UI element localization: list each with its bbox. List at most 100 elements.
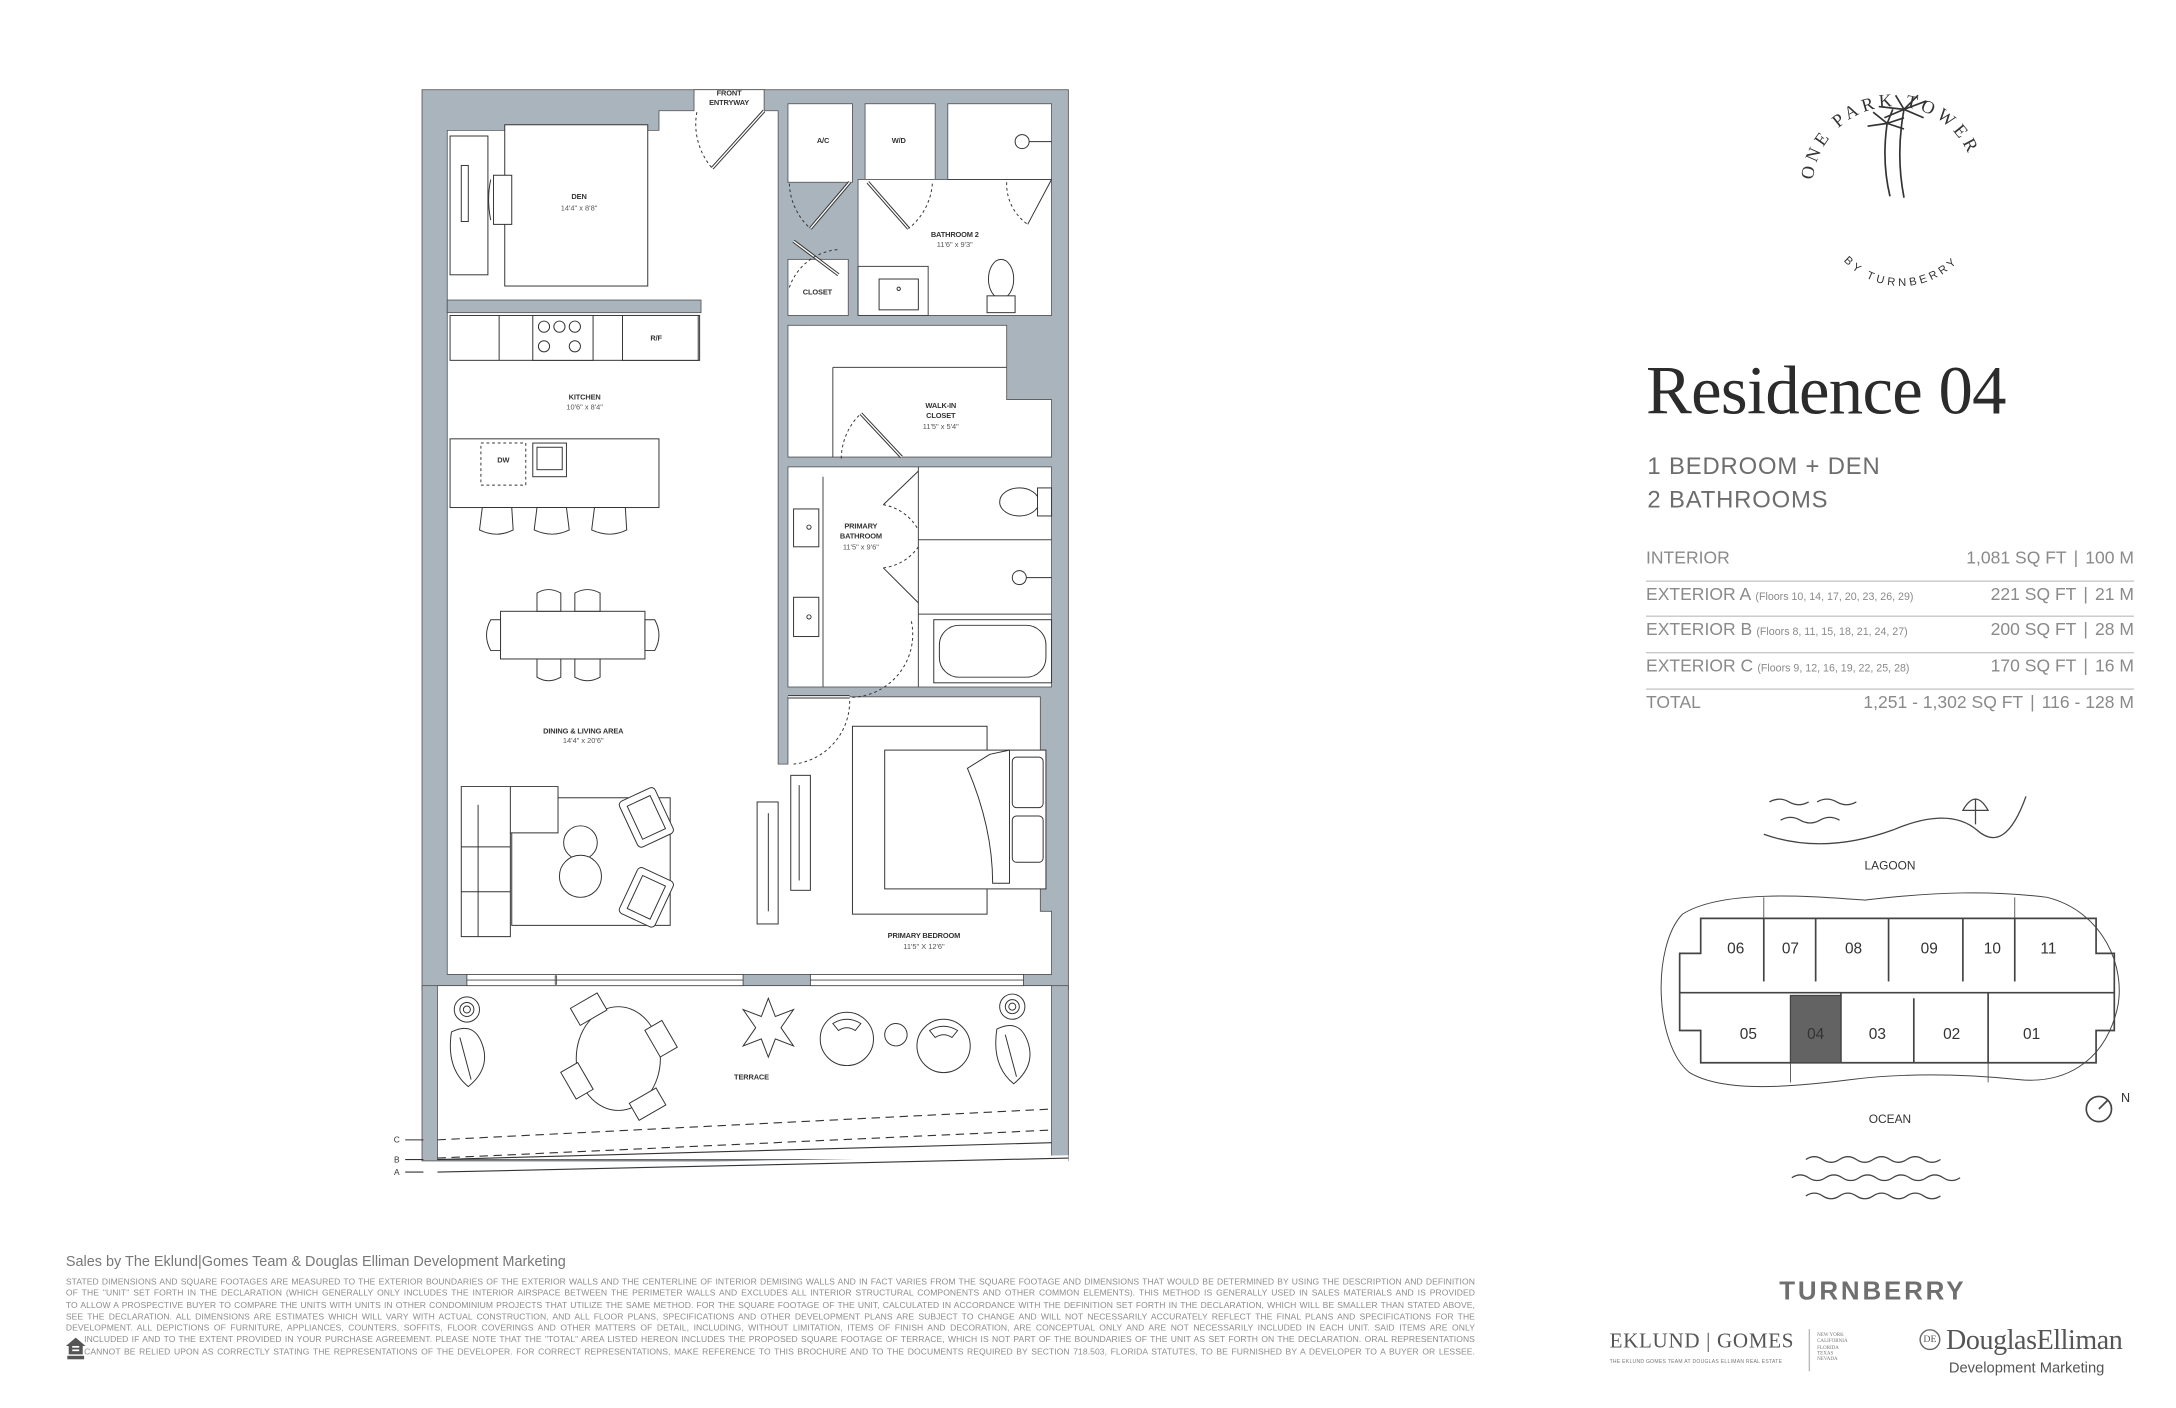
terrace-line-a: A (394, 1167, 400, 1177)
equal-housing-opportunity-icon (65, 1337, 86, 1360)
state: TEXAS (1817, 1350, 1834, 1356)
area-table: INTERIOR 1,081 SQ FT|100 M EXTERIOR A(Fl… (1646, 545, 2134, 725)
walkin-dims: 11'5" x 5'4" (923, 422, 959, 431)
separator: | (2083, 584, 2088, 604)
unit-03[interactable]: 03 (1869, 1026, 1886, 1043)
desk-chair (488, 174, 513, 225)
toilet (987, 258, 1015, 300)
umbrella-icon (1961, 798, 1990, 825)
area-floors: (Floors 8, 11, 15, 18, 21, 24, 27) (1756, 625, 1908, 639)
lagoon-waves-icon (1769, 798, 1857, 824)
label-wd: W/D (892, 136, 907, 145)
eklund-gomes-subtitle: THE EKLUND GOMES TEAM AT DOUGLAS ELLIMAN… (1609, 1358, 1783, 1365)
area-row-exterior-a: EXTERIOR A(Floors 10, 14, 17, 20, 23, 26… (1646, 581, 2134, 618)
room-labels: FRONT ENTRYWAY DEN 14'4" x 8'8" A/C W/D … (497, 88, 979, 1081)
ocean-label: OCEAN (1869, 1112, 1911, 1126)
label-den: DEN (571, 192, 586, 201)
doors (695, 109, 1052, 765)
key-plan (1660, 796, 2120, 1200)
eklund-gomes-logo: EKLUND | GOMES (1609, 1330, 1795, 1353)
coffee-table-small (563, 825, 598, 860)
compass-icon (2085, 1095, 2113, 1123)
label-bathroom-2: BATHROOM 2 (931, 230, 979, 239)
eklund-gomes-states: NEW YORK CALIFORNIA FLORIDA TEXAS NEVADA (1817, 1332, 1848, 1362)
svg-text:ONE PARK TOWER: ONE PARK TOWER (1797, 90, 1984, 181)
state: NEW YORK (1817, 1331, 1844, 1338)
state: NEVADA (1817, 1356, 1838, 1362)
douglas-elliman-subtitle: Development Marketing (1948, 1359, 2105, 1377)
refrigerator (622, 314, 699, 361)
area-floors: (Floors 9, 12, 16, 19, 22, 25, 28) (1757, 661, 1910, 675)
label-living: DINING & LIVING AREA (543, 726, 624, 735)
area-sqm: 16 M (2094, 656, 2134, 676)
unit-05[interactable]: 05 (1740, 1026, 1757, 1043)
disclaimer-line: TO ALLOW A PROSPECTIVE BUYER TO COMPARE … (65, 1300, 1475, 1311)
area-sqft: 1,251 - 1,302 SQ FT (1863, 692, 2024, 712)
label-rf: R/F (650, 334, 662, 343)
disclaimer-line: DEVELOPMENT. ALL DEPICTIONS OF FURNITURE… (65, 1323, 1475, 1334)
area-floors: (Floors 10, 14, 17, 20, 23, 26, 29) (1755, 589, 1914, 603)
area-label: TOTAL (1646, 692, 1701, 712)
lagoon-shore (1763, 796, 2027, 845)
area-sqft: 170 SQ FT (1990, 656, 2077, 676)
label-walkin-2: CLOSET (926, 411, 956, 420)
unit-10[interactable]: 10 (1984, 940, 2001, 957)
den-dims: 14'4" x 8'8" (561, 203, 598, 212)
dining-table (500, 610, 646, 660)
douglas-elliman-emblem-icon: DE (1919, 1329, 1941, 1351)
area-sqft: 200 SQ FT (1990, 620, 2077, 640)
separator: | (2073, 548, 2079, 568)
site-outline (1660, 892, 2120, 1088)
residence-title: Residence 04 (1646, 351, 2006, 430)
unit-06[interactable]: 06 (1727, 940, 1744, 957)
area-row-total: TOTAL 1,251 - 1,302 SQ FT|116 - 128 M (1646, 689, 2134, 725)
tv-console (756, 801, 779, 925)
disclaimer-line: CANNOT BE RELIED UPON AS CORRECTLY STATI… (84, 1346, 1475, 1357)
dishwasher (480, 442, 527, 486)
area-row-exterior-b: EXTERIOR B(Floors 8, 11, 15, 18, 21, 24,… (1646, 617, 2134, 654)
label-closet: CLOSET (803, 287, 833, 296)
label-primary-bath: PRIMARY (844, 522, 877, 531)
terrace-line-b: B (394, 1154, 400, 1164)
kitchen-dims: 10'6" x 8'4" (566, 402, 603, 411)
separator: | (2083, 620, 2088, 640)
unit-04-selected[interactable]: 04 (1807, 1026, 1825, 1043)
area-label: INTERIOR (1646, 548, 1730, 568)
tv-console-bedroom (790, 774, 811, 891)
area-label: EXTERIOR C (1646, 656, 1754, 676)
label-front-entry: FRONT (717, 88, 742, 97)
den-rug (504, 124, 649, 287)
unit-02[interactable]: 02 (1943, 1026, 1960, 1043)
primary-bedroom-dims: 11'5" X 12'6" (903, 942, 945, 951)
label-primary-bath-2: BATHROOM (840, 531, 882, 540)
bathroom-2-dims: 11'6" x 9'3" (937, 240, 973, 249)
label-primary-bedroom: PRIMARY BEDROOM (888, 931, 961, 940)
turnberry-logo: TURNBERRY (1779, 1275, 1967, 1306)
unit-04-highlight (1789, 994, 1842, 1064)
north-label: N (2121, 1091, 2130, 1105)
separator: | (2083, 656, 2088, 676)
sales-credit: Sales by The Eklund|Gomes Team & Douglas… (65, 1254, 566, 1271)
coffee-table (558, 854, 602, 898)
partition-lines (822, 178, 1052, 688)
unit-09[interactable]: 09 (1921, 940, 1938, 957)
plant (741, 996, 795, 1059)
den-desk (449, 135, 489, 276)
svg-text:BY TURNBERRY: BY TURNBERRY (1841, 254, 1961, 289)
building-outline (1678, 917, 2116, 1064)
unit-11[interactable]: 11 (2040, 940, 2056, 957)
unit-01[interactable]: 01 (2023, 1026, 2040, 1043)
label-kitchen: KITCHEN (569, 393, 601, 402)
unit-07[interactable]: 07 (1782, 940, 1799, 957)
lagoon-label: LAGOON (1865, 858, 1916, 872)
unit-08[interactable]: 08 (1845, 940, 1862, 957)
disclaimer-line: INCLUDED IF AND TO THE EXTENT PROVIDED I… (84, 1335, 1475, 1345)
label-dw: DW (497, 456, 509, 465)
living-dims: 14'4" x 20'6" (563, 736, 604, 745)
vanity-sink-2 (793, 596, 820, 638)
area-label: EXTERIOR A (1646, 584, 1752, 604)
terrace-line-c: C (394, 1135, 400, 1145)
area-label: EXTERIOR B (1646, 620, 1753, 640)
